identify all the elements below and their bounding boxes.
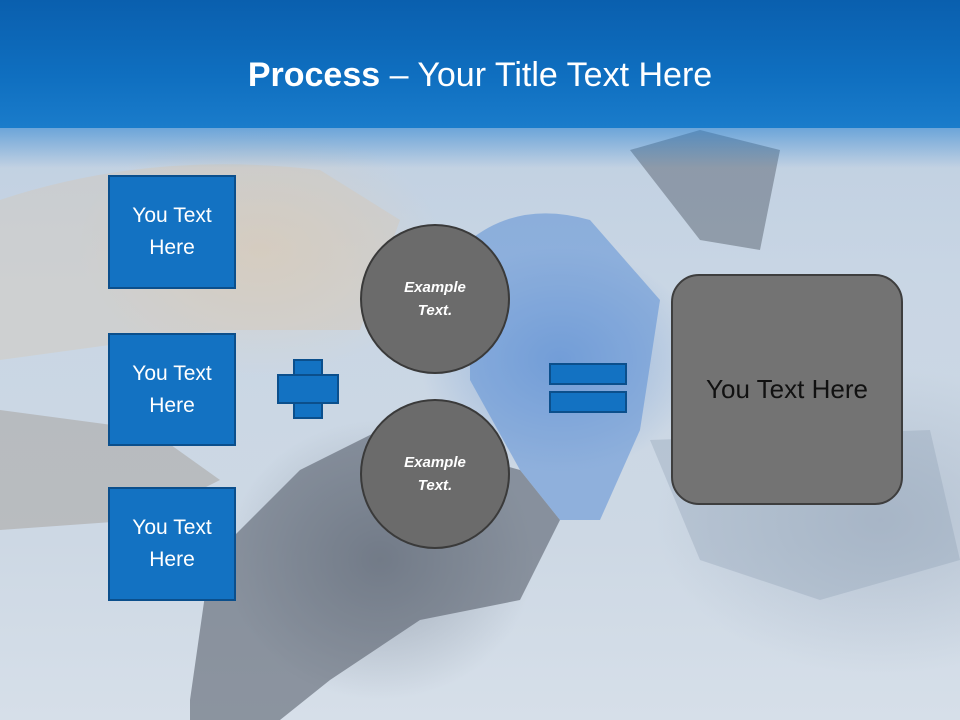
example-circle-1[interactable]: Example Text. bbox=[360, 224, 510, 374]
title-bold: Process bbox=[247, 56, 381, 94]
input-box-2[interactable]: You Text Here bbox=[108, 333, 236, 446]
equals-icon-top bbox=[549, 363, 627, 385]
result-box[interactable]: You Text Here bbox=[671, 274, 903, 505]
equals-icon-bottom bbox=[549, 391, 627, 413]
title-bar bbox=[0, 0, 960, 128]
input-box-1[interactable]: You Text Here bbox=[108, 175, 236, 289]
plus-icon-center bbox=[295, 376, 321, 402]
title-bar-fade bbox=[0, 128, 960, 168]
example-circle-2[interactable]: Example Text. bbox=[360, 399, 510, 549]
slide-title[interactable]: Process – Your Title Text Here bbox=[0, 54, 960, 96]
title-rest: – Your Title Text Here bbox=[380, 56, 713, 94]
input-box-3[interactable]: You Text Here bbox=[108, 487, 236, 601]
